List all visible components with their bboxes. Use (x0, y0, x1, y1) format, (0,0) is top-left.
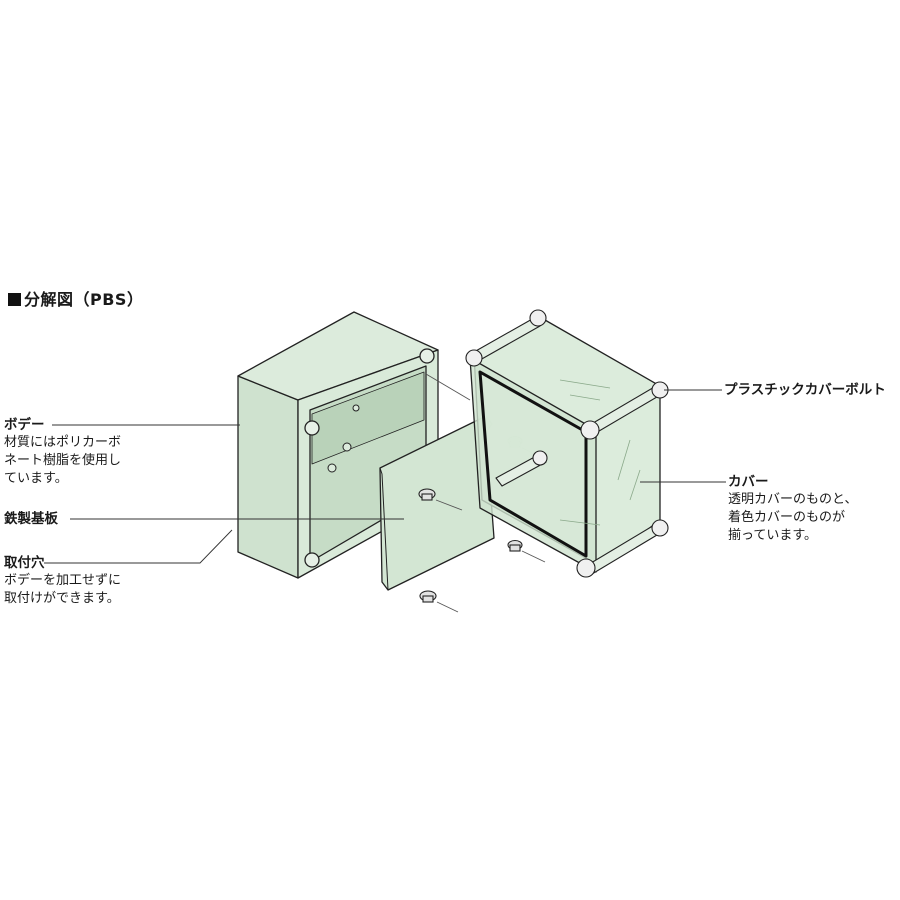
label-body-desc-2: ネート樹脂を使用し (4, 453, 122, 468)
screw-1 (418, 488, 436, 501)
label-cover-desc-2: 着色カバーのものが (728, 510, 846, 525)
label-bolt-head: プラスチックカバーボルト (724, 382, 886, 398)
label-plate: 鉄製基板 (4, 510, 58, 528)
label-mount-desc-2: 取付けができます。 (4, 591, 120, 606)
label-mount-head: 取付穴 (4, 555, 45, 571)
leader-mount (44, 529, 233, 564)
screw-4 (419, 590, 437, 603)
label-cover-head: カバー (728, 474, 769, 490)
body-box (237, 311, 439, 579)
label-body-head: ボデー (4, 417, 45, 433)
leader-lines (44, 389, 726, 564)
label-cover-desc-3: 揃っています。 (728, 528, 818, 543)
label-body-desc-1: 材質にはポリカーボ (4, 435, 122, 450)
diagram-title-text: 分解図（PBS） (24, 290, 144, 309)
label-bolt: プラスチックカバーボルト (724, 381, 886, 399)
diagram-title: 分解図（PBS） (8, 286, 143, 310)
label-cover: カバー 透明カバーのものと、 着色カバーのものが 揃っています。 (728, 473, 857, 545)
label-body: ボデー 材質にはポリカーボ ネート樹脂を使用し ています。 (4, 416, 121, 488)
cover-box (465, 309, 669, 578)
label-body-desc-3: ています。 (4, 471, 68, 486)
label-mount: 取付穴 ボデーを加工せずに 取付けができます。 (4, 554, 121, 608)
cover-bolts (465, 309, 669, 578)
label-cover-desc-1: 透明カバーのものと、 (728, 492, 858, 507)
label-plate-head: 鉄製基板 (4, 511, 58, 527)
square-bullet-icon (8, 293, 21, 306)
label-mount-desc-1: ボデーを加工せずに (4, 573, 122, 588)
screw-3 (507, 539, 523, 552)
